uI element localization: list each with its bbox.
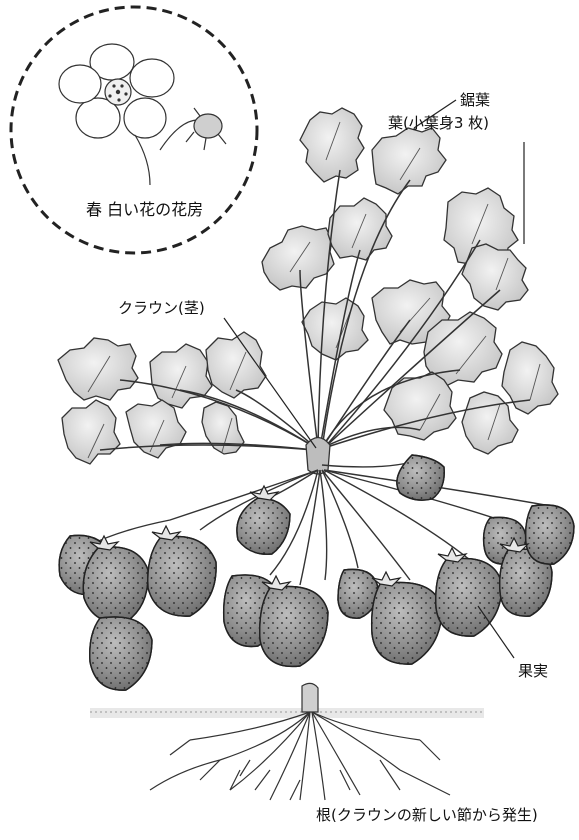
berry <box>237 498 290 554</box>
label-root: 根(クラウンの新しい節から発生) <box>316 808 538 823</box>
leaf-left-low2 <box>126 400 186 458</box>
berry <box>397 455 444 500</box>
flower-icon <box>59 44 198 185</box>
ground <box>90 708 484 718</box>
leaf-left-top <box>58 338 138 400</box>
label-fruit: 果実 <box>518 664 548 679</box>
berry <box>526 505 574 564</box>
crown-stump <box>302 683 318 712</box>
label-flower: 春 白い花の花房 <box>86 202 203 218</box>
leaf-left-low <box>62 400 120 464</box>
flower-bud-icon <box>186 108 226 150</box>
leaf-left-mid <box>150 344 212 408</box>
berry <box>148 536 216 616</box>
leaves <box>58 108 558 464</box>
leaf-top-right <box>372 128 446 194</box>
leaf-mid-left <box>262 226 334 290</box>
crown <box>306 438 330 475</box>
berry <box>260 586 328 666</box>
berry <box>372 582 442 664</box>
label-crown: クラウン(茎) <box>118 301 205 316</box>
berry <box>436 558 502 636</box>
leaf-center-left <box>302 298 368 360</box>
roots <box>150 712 450 800</box>
berry <box>83 547 148 623</box>
label-serrated-leaf: 鋸葉 <box>460 93 490 108</box>
label-leaf: 葉(小葉身3 枚) <box>388 116 489 131</box>
leaf-lower-right <box>462 392 518 454</box>
berry <box>90 617 152 690</box>
